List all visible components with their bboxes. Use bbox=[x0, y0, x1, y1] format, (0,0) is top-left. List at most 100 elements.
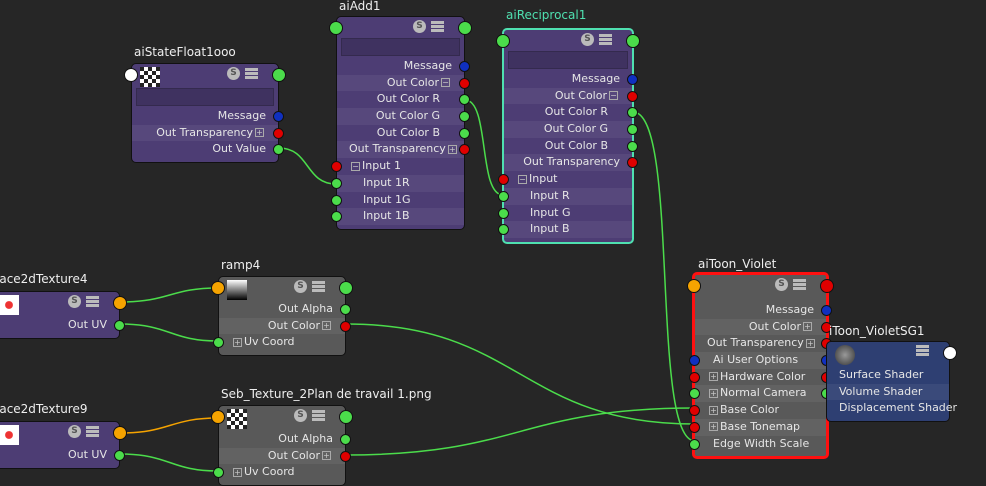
input-port[interactable] bbox=[331, 211, 342, 223]
node-title[interactable]: ramp4 bbox=[221, 258, 261, 272]
attribute-row[interactable]: +Uv Coord bbox=[213, 334, 345, 351]
output-port[interactable] bbox=[627, 107, 638, 119]
input-port[interactable] bbox=[331, 161, 342, 173]
output-port[interactable] bbox=[273, 111, 284, 122]
input-port[interactable] bbox=[331, 194, 342, 206]
node-output-port[interactable] bbox=[626, 34, 640, 48]
swatch-toggle-icon[interactable]: S bbox=[68, 425, 81, 438]
attribute-row[interactable]: Out Color G bbox=[337, 108, 470, 125]
node-title[interactable]: aiToon_Violet bbox=[698, 257, 777, 271]
attribute-row[interactable]: −Input bbox=[498, 171, 632, 188]
node-title[interactable]: aiStateFloat1ooo bbox=[134, 45, 236, 59]
swatch-toggle-icon[interactable]: S bbox=[294, 280, 307, 293]
node-output-port[interactable] bbox=[113, 296, 127, 310]
attribute-row[interactable]: Out Color+ bbox=[695, 318, 832, 336]
output-port[interactable] bbox=[821, 321, 832, 333]
output-port[interactable] bbox=[821, 305, 832, 316]
node-title[interactable]: aiAdd1 bbox=[339, 0, 381, 13]
node-place2dTexture4[interactable]: S Out UV bbox=[0, 291, 127, 339]
attribute-row[interactable]: Out UV bbox=[0, 317, 125, 334]
output-port[interactable] bbox=[340, 450, 351, 462]
attribute-row[interactable]: +Hardware Color bbox=[689, 369, 832, 386]
expand-icon[interactable]: + bbox=[322, 451, 331, 461]
collapse-icon[interactable]: − bbox=[441, 78, 450, 88]
attribute-row[interactable]: Out Alpha bbox=[219, 301, 351, 318]
node-title[interactable]: lace2dTexture9 bbox=[0, 402, 88, 416]
output-port[interactable] bbox=[273, 127, 284, 139]
expand-icon[interactable]: + bbox=[447, 144, 457, 154]
node-input-port[interactable] bbox=[329, 21, 343, 35]
attribute-row[interactable]: Out Color B bbox=[337, 125, 470, 142]
connection-reciprocal-edgewidth[interactable] bbox=[632, 111, 696, 442]
attribute-row[interactable]: Message bbox=[504, 71, 638, 88]
connection-outvalue-input1r[interactable] bbox=[278, 147, 337, 185]
node-header[interactable]: S bbox=[687, 275, 834, 302]
input-port[interactable] bbox=[689, 388, 700, 400]
attribute-row[interactable]: Out Color− bbox=[504, 87, 638, 105]
output-port[interactable] bbox=[340, 320, 351, 332]
attribute-row[interactable]: Out UV bbox=[0, 447, 125, 464]
input-port[interactable] bbox=[689, 438, 700, 450]
attribute-list-icon[interactable] bbox=[312, 410, 325, 421]
connection-seb-basecolor[interactable] bbox=[345, 407, 696, 456]
attribute-row[interactable]: Out Color R bbox=[337, 91, 470, 108]
node-output-port[interactable] bbox=[943, 346, 957, 360]
node-search-field[interactable] bbox=[341, 38, 460, 56]
attribute-row[interactable]: Volume Shader bbox=[827, 383, 949, 401]
expand-icon[interactable]: + bbox=[255, 128, 264, 138]
node-output-port[interactable] bbox=[820, 279, 834, 293]
collapse-icon[interactable]: − bbox=[609, 91, 618, 101]
node-search-field[interactable] bbox=[136, 88, 274, 106]
attribute-row[interactable]: Out Color G bbox=[504, 121, 638, 138]
output-port[interactable] bbox=[627, 157, 638, 169]
swatch-toggle-icon[interactable]: S bbox=[68, 295, 81, 308]
attribute-row[interactable]: Input 1R bbox=[331, 174, 464, 192]
attribute-row[interactable]: Input R bbox=[498, 187, 632, 205]
expand-icon[interactable]: + bbox=[233, 337, 242, 347]
node-header[interactable]: S bbox=[124, 64, 286, 88]
swatch-toggle-icon[interactable]: S bbox=[581, 33, 594, 46]
attribute-row[interactable]: Out Color B bbox=[504, 138, 638, 155]
node-title[interactable]: lace2dTexture4 bbox=[0, 272, 88, 286]
node-header[interactable] bbox=[827, 342, 957, 367]
input-port[interactable] bbox=[213, 337, 224, 349]
attribute-list-icon[interactable] bbox=[599, 34, 612, 45]
attribute-row[interactable]: Edge Width Scale bbox=[689, 436, 826, 453]
expand-icon[interactable]: + bbox=[803, 322, 812, 332]
connection-place4-uv[interactable] bbox=[119, 323, 219, 342]
connection-ramp-basetonemap[interactable] bbox=[345, 323, 696, 425]
input-port[interactable] bbox=[498, 224, 509, 236]
node-place2dTexture9[interactable]: S Out UV bbox=[0, 421, 127, 469]
attribute-row[interactable]: Message bbox=[337, 58, 470, 75]
input-port[interactable] bbox=[689, 421, 700, 433]
attribute-row[interactable]: Input 1B bbox=[331, 208, 464, 225]
attribute-row[interactable]: Out Transparency+ bbox=[695, 335, 832, 352]
output-port[interactable] bbox=[627, 90, 638, 102]
output-port[interactable] bbox=[459, 144, 470, 156]
swatch-toggle-icon[interactable]: S bbox=[227, 67, 240, 80]
node-header[interactable]: S bbox=[211, 406, 353, 431]
node-output-port[interactable] bbox=[339, 281, 353, 295]
connection-place9-uv[interactable] bbox=[119, 453, 219, 472]
input-port[interactable] bbox=[498, 207, 509, 219]
node-header[interactable]: S bbox=[211, 277, 353, 301]
node-input-port[interactable] bbox=[211, 410, 225, 424]
output-port[interactable] bbox=[459, 61, 470, 72]
node-input-port[interactable] bbox=[496, 34, 510, 48]
node-title[interactable]: iToon_VioletSG1 bbox=[829, 324, 925, 338]
swatch-toggle-icon[interactable]: S bbox=[294, 409, 307, 422]
attribute-row[interactable]: Out Color+ bbox=[219, 447, 351, 465]
output-port[interactable] bbox=[114, 320, 125, 331]
output-port[interactable] bbox=[459, 111, 470, 123]
expand-icon[interactable]: + bbox=[709, 372, 718, 382]
attribute-row[interactable]: Displacement Shader bbox=[827, 400, 957, 417]
attribute-row[interactable]: −Input 1 bbox=[331, 158, 464, 175]
attribute-row[interactable]: Out Transparency+ bbox=[337, 141, 470, 159]
attribute-row[interactable]: Input G bbox=[498, 205, 632, 222]
connection-outcolorr-inputr[interactable] bbox=[464, 99, 504, 196]
